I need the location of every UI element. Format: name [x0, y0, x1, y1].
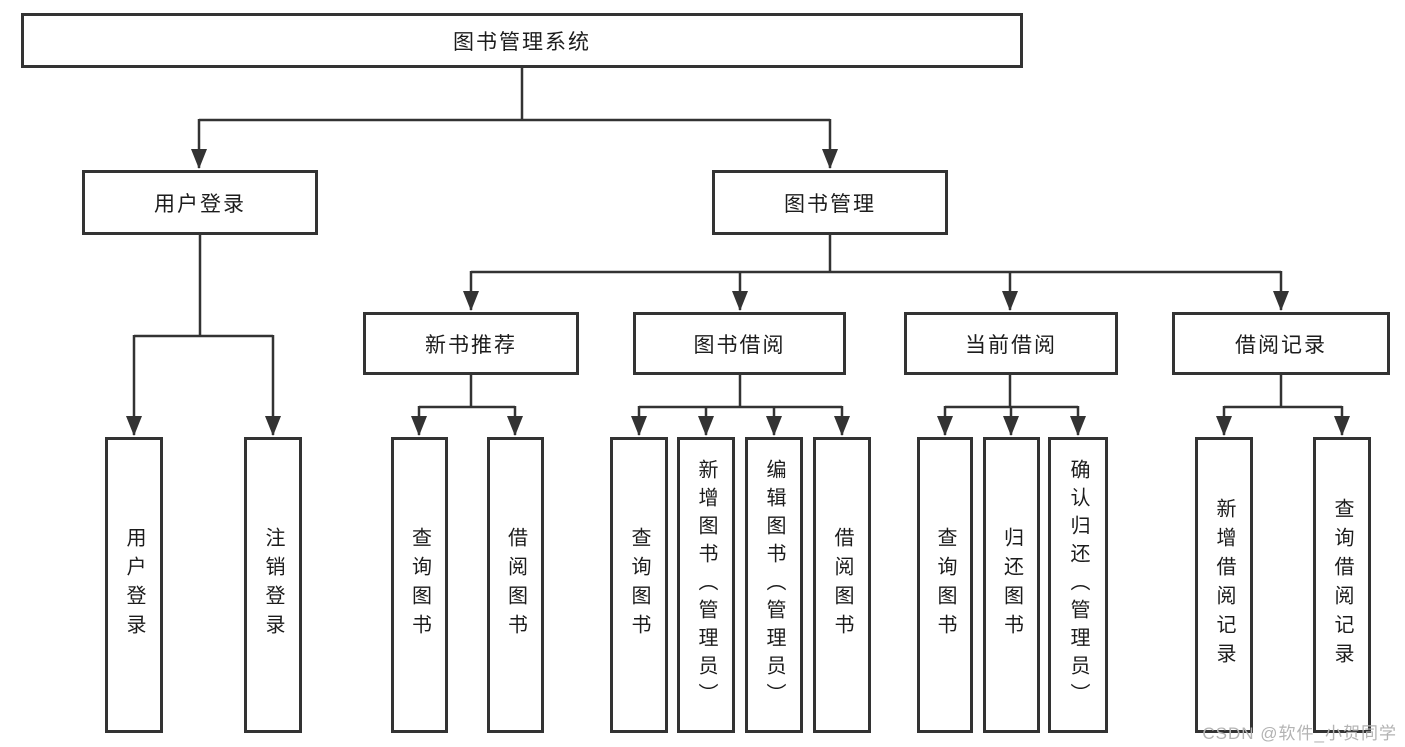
- node-new-book-recommend: 新书推荐: [363, 312, 579, 375]
- node-user-login: 用户登录: [82, 170, 318, 235]
- leaf-logout-login: 注销登录: [244, 437, 302, 733]
- node-root-system: 图书管理系统: [21, 13, 1023, 68]
- node-borrowing-records-label: 借阅记录: [1235, 333, 1327, 357]
- leaf-borrow-books-borrowing: 借阅图书: [813, 437, 871, 733]
- leaf-confirm-return-admin: 确认归还（管理员）: [1048, 437, 1108, 733]
- node-borrowing-records: 借阅记录: [1172, 312, 1390, 375]
- node-current-borrowing: 当前借阅: [904, 312, 1118, 375]
- leaf-query-borrow-record: 查询借阅记录: [1313, 437, 1371, 733]
- node-book-borrowing-label: 图书借阅: [693, 333, 786, 357]
- leaf-edit-book-admin: 编辑图书（管理员）: [745, 437, 803, 733]
- node-book-borrowing: 图书借阅: [633, 312, 846, 375]
- leaf-query-books-current: 查询图书: [917, 437, 973, 733]
- leaf-return-books: 归还图书: [983, 437, 1040, 733]
- node-new-book-recommend-label: 新书推荐: [425, 333, 517, 357]
- leaf-query-books-recommend: 查询图书: [391, 437, 448, 733]
- node-root-system-label: 图书管理系统: [453, 30, 591, 54]
- csdn-watermark: CSDN @软件_小贺同学: [1202, 724, 1397, 743]
- node-book-management-label: 图书管理: [784, 192, 876, 216]
- node-book-management: 图书管理: [712, 170, 948, 235]
- leaf-query-books-borrowing: 查询图书: [610, 437, 668, 733]
- leaf-user-login: 用户登录: [105, 437, 163, 733]
- leaf-borrow-books-recommend: 借阅图书: [487, 437, 544, 733]
- leaf-add-borrow-record: 新增借阅记录: [1195, 437, 1253, 733]
- node-user-login-label: 用户登录: [154, 192, 246, 216]
- leaf-add-book-admin: 新增图书（管理员）: [677, 437, 735, 733]
- node-current-borrowing-label: 当前借阅: [965, 333, 1057, 357]
